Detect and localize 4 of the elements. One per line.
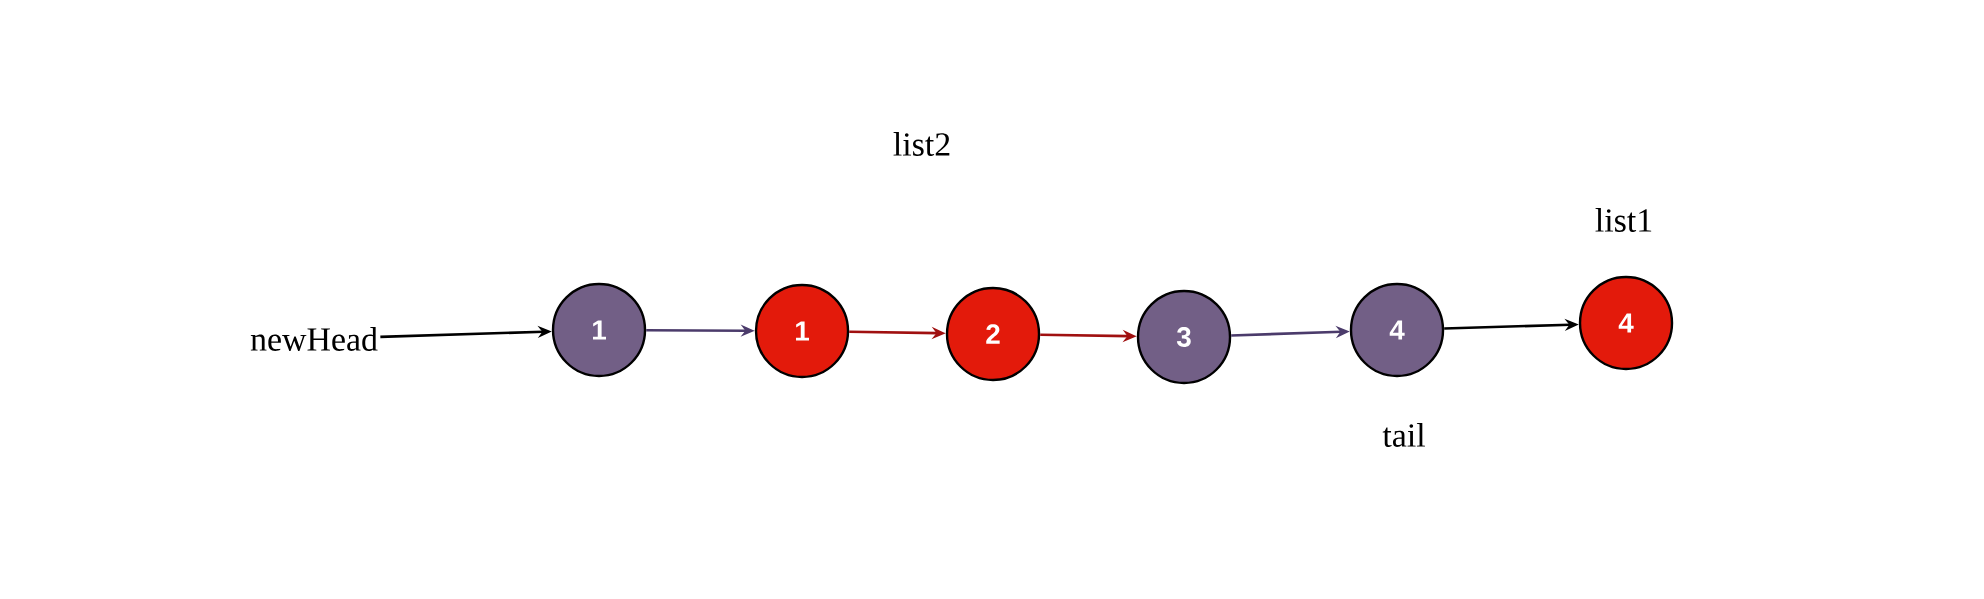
pointer-label: list1 xyxy=(1595,208,1652,232)
pointer-label: tail xyxy=(1382,423,1425,447)
list-label: list2 xyxy=(893,132,950,156)
pointer-label: newHead xyxy=(250,327,378,351)
